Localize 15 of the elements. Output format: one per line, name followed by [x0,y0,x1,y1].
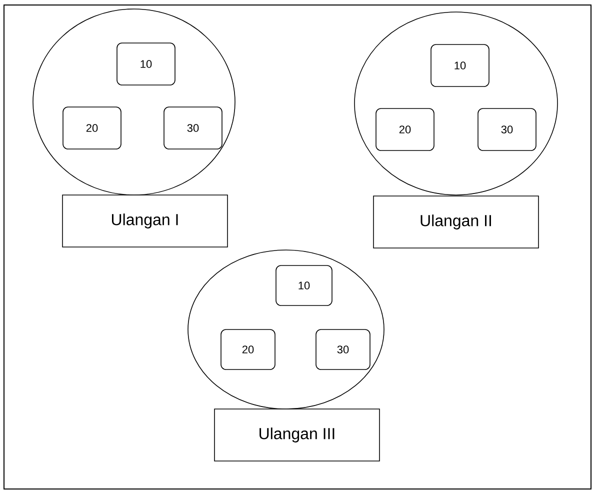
ellipse [354,12,558,196]
number-box: 10 [276,265,332,306]
number-box: 10 [430,44,490,87]
number-box: 20 [62,106,122,150]
ellipse [32,8,236,196]
number-box: 30 [478,108,536,151]
number-box: 30 [316,329,370,370]
number-box: 10 [116,42,176,86]
label-box: Ulangan III [214,408,380,462]
number-box: 30 [164,106,222,150]
ellipse [188,250,384,410]
number-box: 20 [376,108,434,151]
label-box: Ulangan II [373,196,539,248]
label-box: Ulangan I [62,194,228,248]
number-box: 20 [220,329,276,370]
